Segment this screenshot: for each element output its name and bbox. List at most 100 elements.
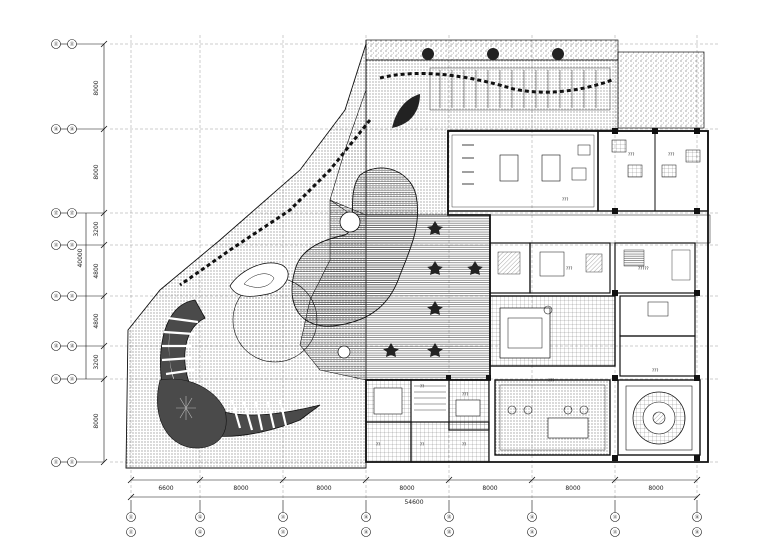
stair xyxy=(410,379,450,423)
col-axis-label-5b: ⑮ xyxy=(447,529,452,536)
col-axis-label-1b: ⑪ xyxy=(129,529,134,536)
room-label-3: ??? xyxy=(668,152,674,157)
row-axis-label-7: ⑬ xyxy=(54,376,59,383)
row-axis-5 xyxy=(51,291,104,301)
row-axis-8 xyxy=(51,457,104,467)
col-axis-7 xyxy=(610,500,620,537)
room-label-6: ????? xyxy=(638,266,649,271)
top-right-garden xyxy=(617,51,705,129)
room-label-7: ??? xyxy=(652,368,658,373)
hdim-1: 6600 xyxy=(158,485,173,492)
col-axis-label-4: ⑭ xyxy=(364,514,369,521)
row-axis-label-8: ⑪ xyxy=(54,459,59,466)
row-axis-4 xyxy=(51,240,104,250)
row-axis-label-5b: ⑬ xyxy=(70,293,75,300)
building-envelope xyxy=(365,130,709,463)
small-pond xyxy=(339,211,361,233)
diagonal-path xyxy=(179,119,372,287)
vdim-6: 3200 xyxy=(93,354,100,369)
room-label-2: ??? xyxy=(628,152,634,157)
col-axis-label-2b: ⑫ xyxy=(198,529,203,536)
col-axis-4 xyxy=(361,500,371,537)
column-axis-bubbles xyxy=(126,500,702,537)
pond xyxy=(291,167,419,327)
overall-width: 54600 xyxy=(404,499,423,506)
meeting-room xyxy=(494,379,611,456)
col-axis-label-1: ⑪ xyxy=(129,514,134,521)
row-axis-label-6b: ⑮ xyxy=(70,343,75,350)
col-axis-label-5: ⑮ xyxy=(447,514,452,521)
row-axis-2 xyxy=(51,124,104,134)
col-axis-label-7: ⑬ xyxy=(613,514,618,521)
room-label-12: ?? xyxy=(420,384,424,389)
col-axis-label-2: ⑫ xyxy=(198,514,203,521)
site-boundary xyxy=(125,40,367,469)
bottom-middle-wc xyxy=(410,421,490,463)
room-label-4: ??? xyxy=(566,266,572,271)
vdim-3: 3200 xyxy=(93,221,100,236)
hdim-3: 8000 xyxy=(316,485,331,492)
col-axis-label-3: ⑬ xyxy=(281,514,286,521)
vdim-1: 8000 xyxy=(93,80,100,95)
row-axis-label-4: ⑬ xyxy=(54,242,59,249)
lower-court xyxy=(157,378,227,449)
col-axis-label-7b: ⑬ xyxy=(613,529,618,536)
gazebo xyxy=(337,345,351,359)
row-axis-label-3b: ⑰ xyxy=(70,210,75,217)
building xyxy=(365,128,711,463)
dark-rock-feature xyxy=(392,94,420,128)
vdim-4: 4800 xyxy=(93,263,100,278)
col-axis-label-6: ⑭ xyxy=(530,514,535,521)
site-landscape xyxy=(125,39,705,469)
row-axis-label-1b: ⑪ xyxy=(70,41,75,48)
col-axis-6 xyxy=(527,500,537,537)
col-axis-label-6b: ⑭ xyxy=(530,529,535,536)
room-label-1: ??? xyxy=(562,197,568,202)
stepping-path xyxy=(379,71,613,94)
vdim-7: 8000 xyxy=(93,413,100,428)
col-axis-label-4b: ⑭ xyxy=(364,529,369,536)
top-shrubs xyxy=(422,48,564,60)
plaza-trees xyxy=(383,221,483,357)
vertical-dimension-chain: 8000 8000 3200 4800 4800 3200 8000 40000 xyxy=(77,40,108,466)
middle-room-center xyxy=(529,242,611,294)
hdim-6: 8000 xyxy=(565,485,580,492)
row-axis-6 xyxy=(51,341,104,351)
room-labels: ??? ??? ??? ??? ??? ????? ??? ??? ?? ?? … xyxy=(376,152,674,447)
room-label-10: ?? xyxy=(420,442,424,447)
row-axis-3 xyxy=(51,208,104,218)
hdim-2: 8000 xyxy=(233,485,248,492)
hdim-7: 8000 xyxy=(648,485,663,492)
col-axis-3 xyxy=(278,500,288,537)
row-axis-label-5: ⑬ xyxy=(54,293,59,300)
deck-slats xyxy=(429,67,611,111)
row-axis-labels: ⑪ ⑪ ⑭ ⑭ ⑰ ⑰ ⑬ ⑬ ⑬ ⑬ ⑮ ⑮ ⑬ ⑬ ⑪ ⑪ xyxy=(54,41,75,466)
bottom-left-wc xyxy=(365,421,412,463)
row-axis-label-2b: ⑭ xyxy=(70,126,75,133)
room-label-5: ??? xyxy=(548,378,554,383)
hdim-4: 8000 xyxy=(399,485,414,492)
row-axis-label-2: ⑭ xyxy=(54,126,59,133)
col-axis-label-8: ⑭ xyxy=(695,514,700,521)
row-axis-1 xyxy=(51,39,104,49)
col-axis-8 xyxy=(692,500,702,537)
island-rock xyxy=(229,262,289,297)
room-label-9: ?? xyxy=(376,442,380,447)
row-axis-label-3: ⑰ xyxy=(54,210,59,217)
compass-star xyxy=(176,396,196,420)
col-axis-label-3b: ⑬ xyxy=(281,529,286,536)
middle-room-right xyxy=(614,242,696,294)
row-axis-label-1: ⑪ xyxy=(54,41,59,48)
vdim-5: 4800 xyxy=(93,313,100,328)
right-room-2 xyxy=(619,335,696,377)
vdim-2: 8000 xyxy=(93,164,100,179)
row-axis-label-4b: ⑬ xyxy=(70,242,75,249)
col-axis-label-8b: ⑭ xyxy=(695,529,700,536)
row-axis-7 xyxy=(51,374,104,384)
column-axis-labels: ⑪ ⑪ ⑫ ⑫ ⑬ ⑬ ⑭ ⑭ ⑮ ⑮ ⑭ ⑭ ⑬ ⑬ ⑭ ⑭ xyxy=(129,514,700,536)
row-axis-label-6: ⑮ xyxy=(54,343,59,350)
row-axis-label-8b: ⑪ xyxy=(70,459,75,466)
row-axis-label-7b: ⑬ xyxy=(70,376,75,383)
col-axis-5 xyxy=(444,500,454,537)
